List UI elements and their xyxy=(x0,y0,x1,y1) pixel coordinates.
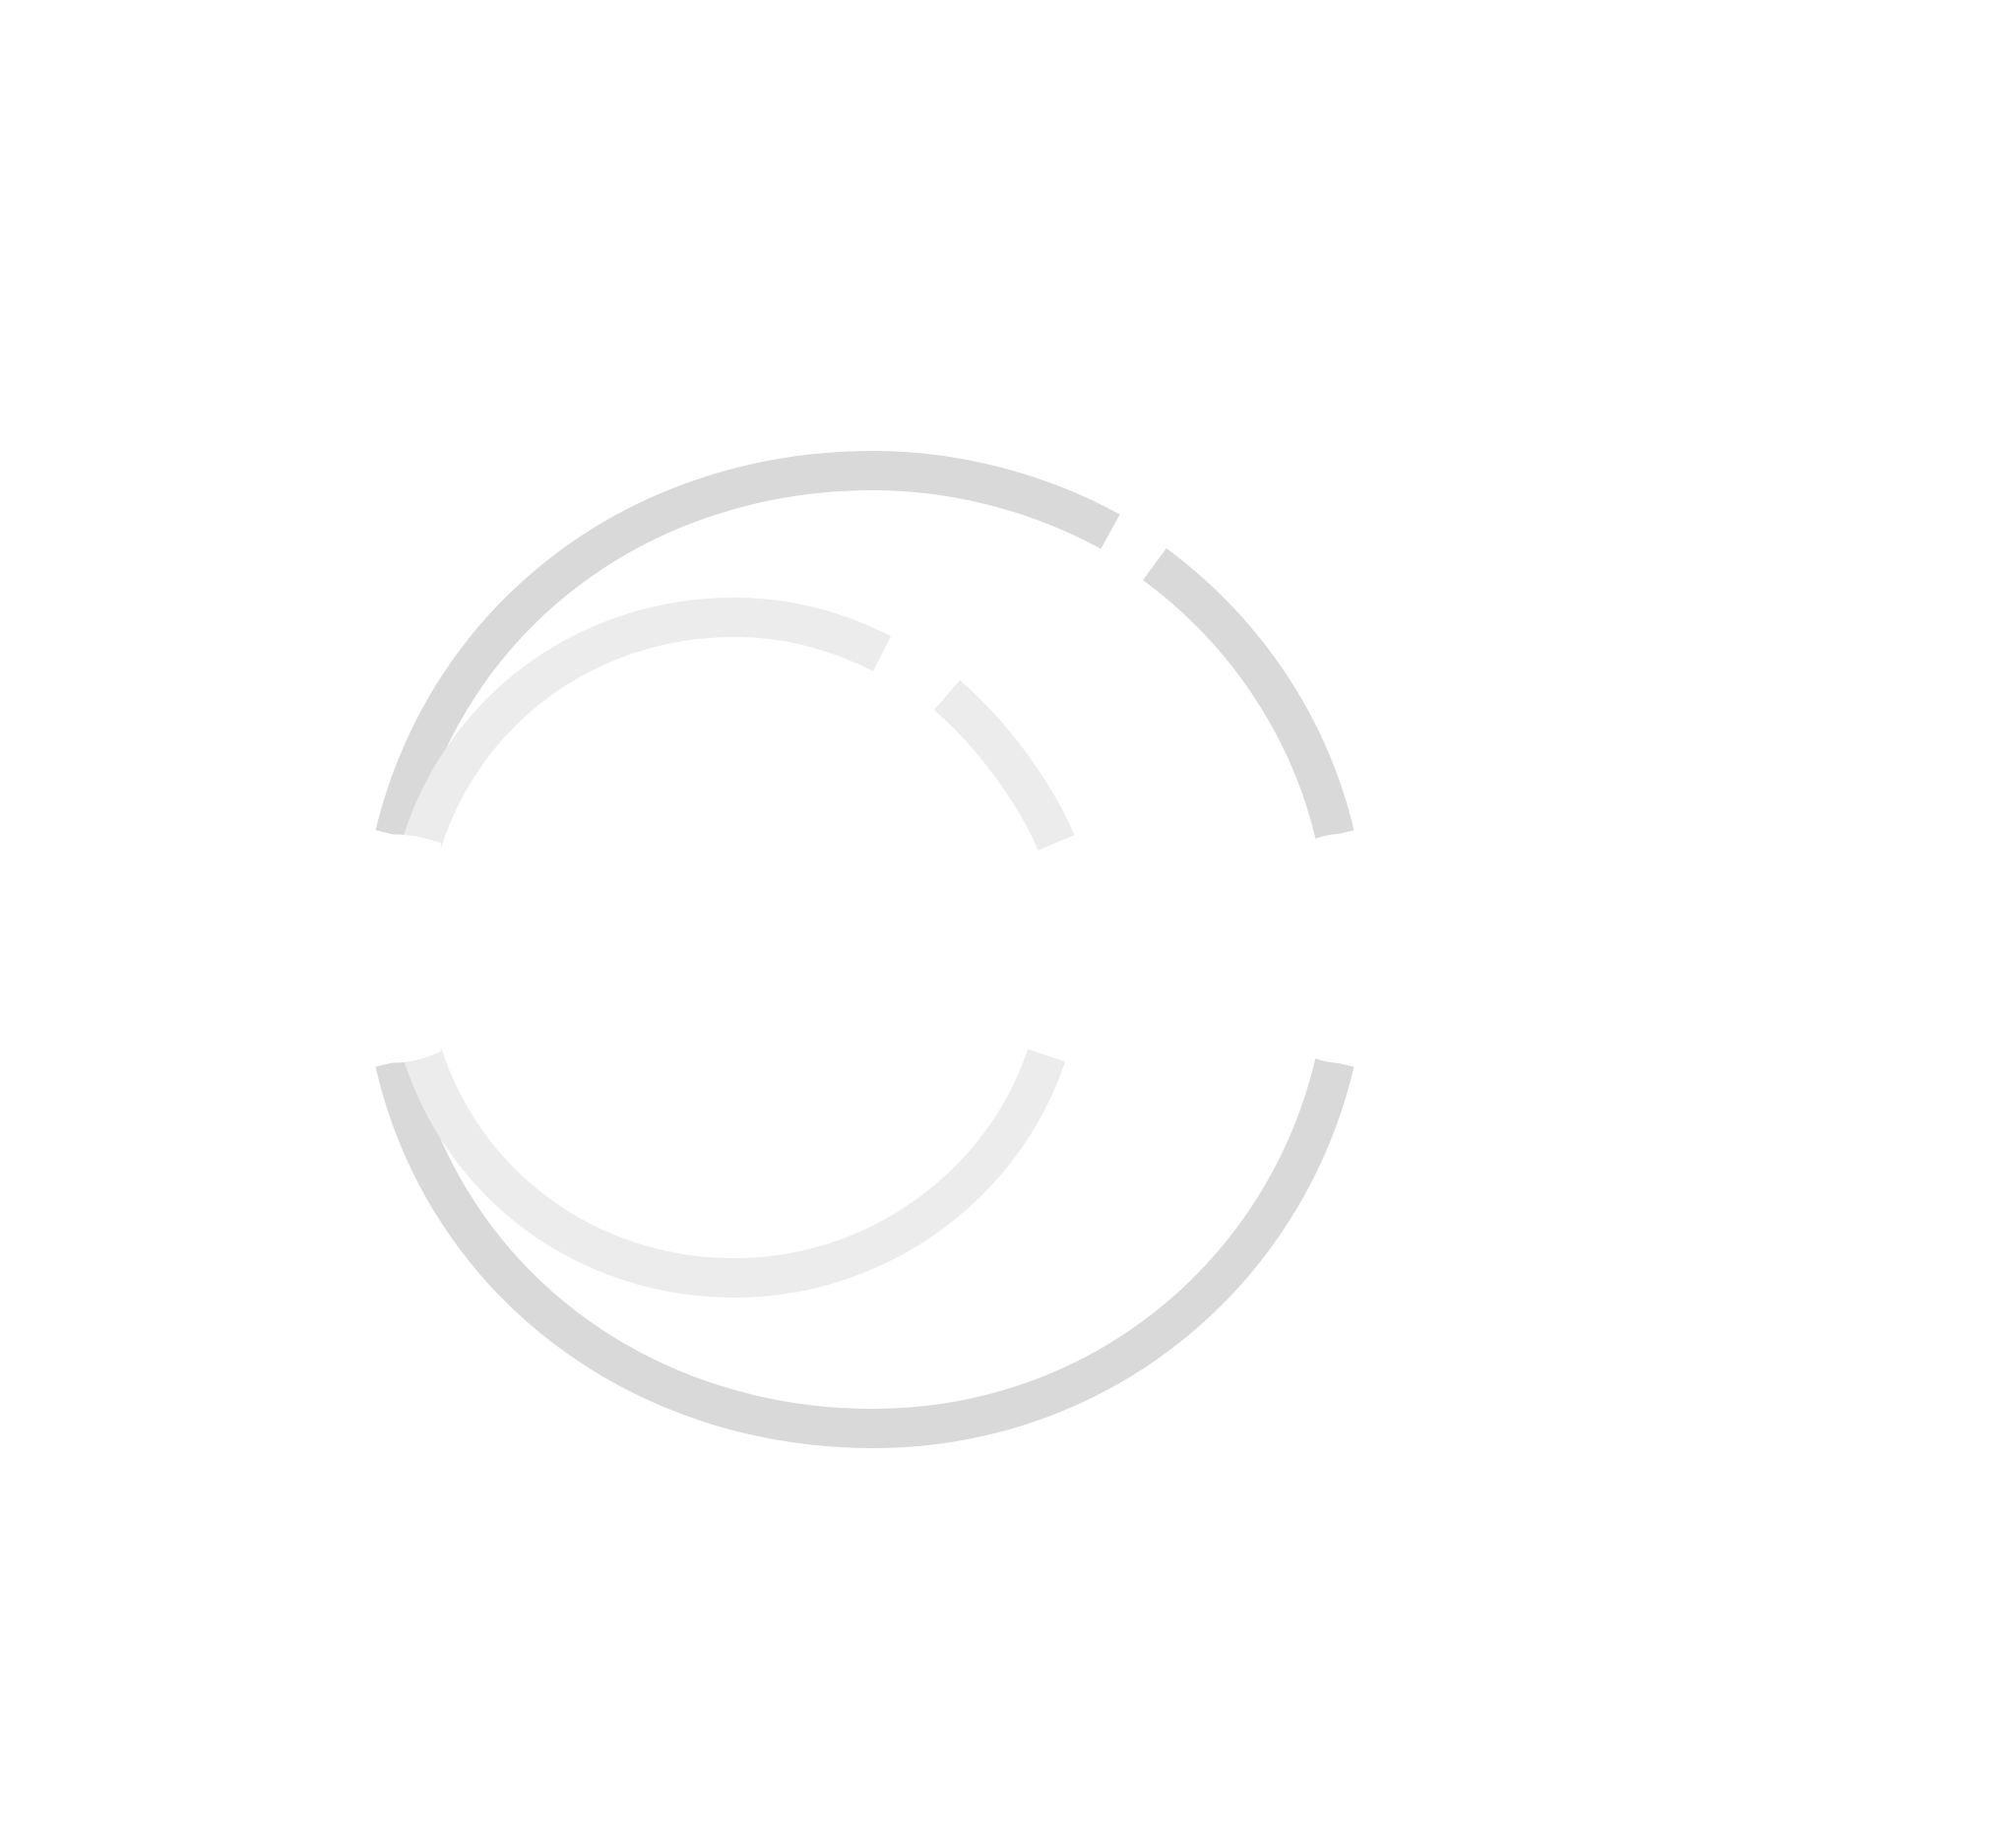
outer-right-top-cap xyxy=(1315,834,1354,862)
outer-ring-right-upper-arc xyxy=(1143,547,1354,840)
outer-left-top-cap xyxy=(384,834,441,866)
inner-ring xyxy=(403,597,1075,1299)
inner-ring-lower-arc xyxy=(403,1047,1065,1299)
inner-ring-upper-arc xyxy=(403,597,892,849)
outer-ring-lower-arc xyxy=(375,1057,1354,1449)
outer-ring xyxy=(375,450,1354,1449)
ring-end-caps xyxy=(384,834,1354,1063)
outer-right-bottom-cap xyxy=(1315,1036,1354,1063)
outer-ring-upper-arc xyxy=(375,450,1120,840)
outer-left-bottom-cap xyxy=(384,1030,441,1063)
inner-ring-right-upper-arc xyxy=(933,679,1075,851)
